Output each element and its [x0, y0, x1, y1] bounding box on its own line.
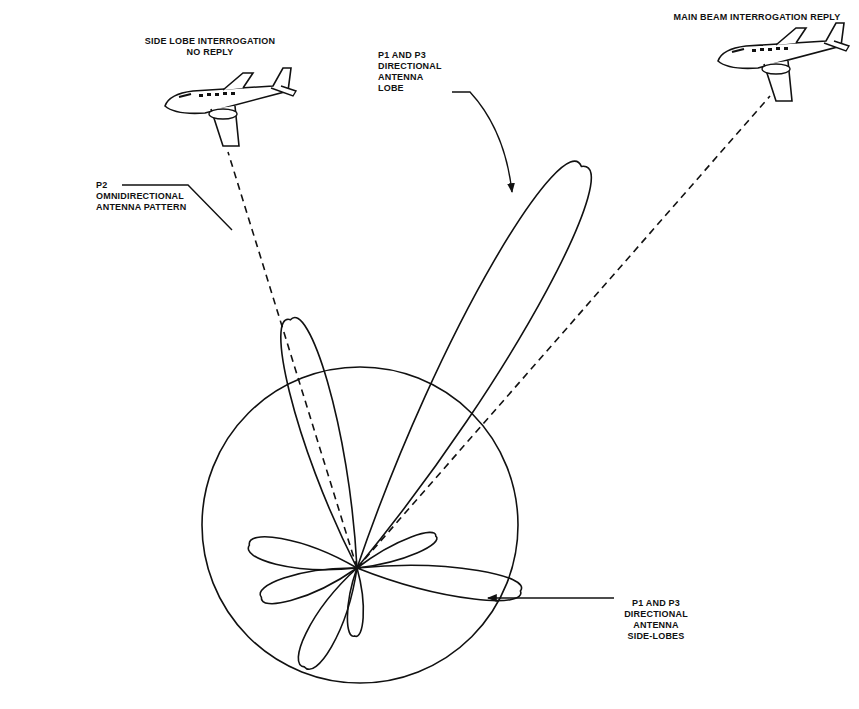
sight-line	[228, 152, 357, 568]
antenna-lobe	[354, 528, 440, 576]
directional-lobes	[246, 150, 609, 674]
callout-label: P1 AND P3 DIRECTIONAL ANTENNA SIDE-LOBES	[620, 598, 692, 642]
callout-label: SIDE LOBE INTERROGATION NO REPLY	[140, 36, 280, 58]
antenna-lobe	[347, 568, 365, 637]
antenna-lobe	[257, 557, 360, 609]
aircraft	[165, 68, 296, 146]
aircraft	[718, 23, 849, 101]
antenna-lobe	[331, 150, 609, 583]
antenna-lobe	[291, 561, 369, 674]
callout-label: P2 OMNIDIRECTIONAL ANTENNA PATTERN	[96, 180, 196, 213]
callout-label: P1 AND P3 DIRECTIONAL ANTENNA LOBE	[378, 50, 448, 94]
callout-label: MAIN BEAM INTERROGATION REPLY	[672, 12, 842, 23]
leader-line	[488, 597, 614, 598]
sight-line	[357, 96, 770, 568]
antenna-lobe	[271, 313, 376, 573]
antenna-lobe	[246, 532, 360, 581]
leader-line	[452, 92, 512, 192]
